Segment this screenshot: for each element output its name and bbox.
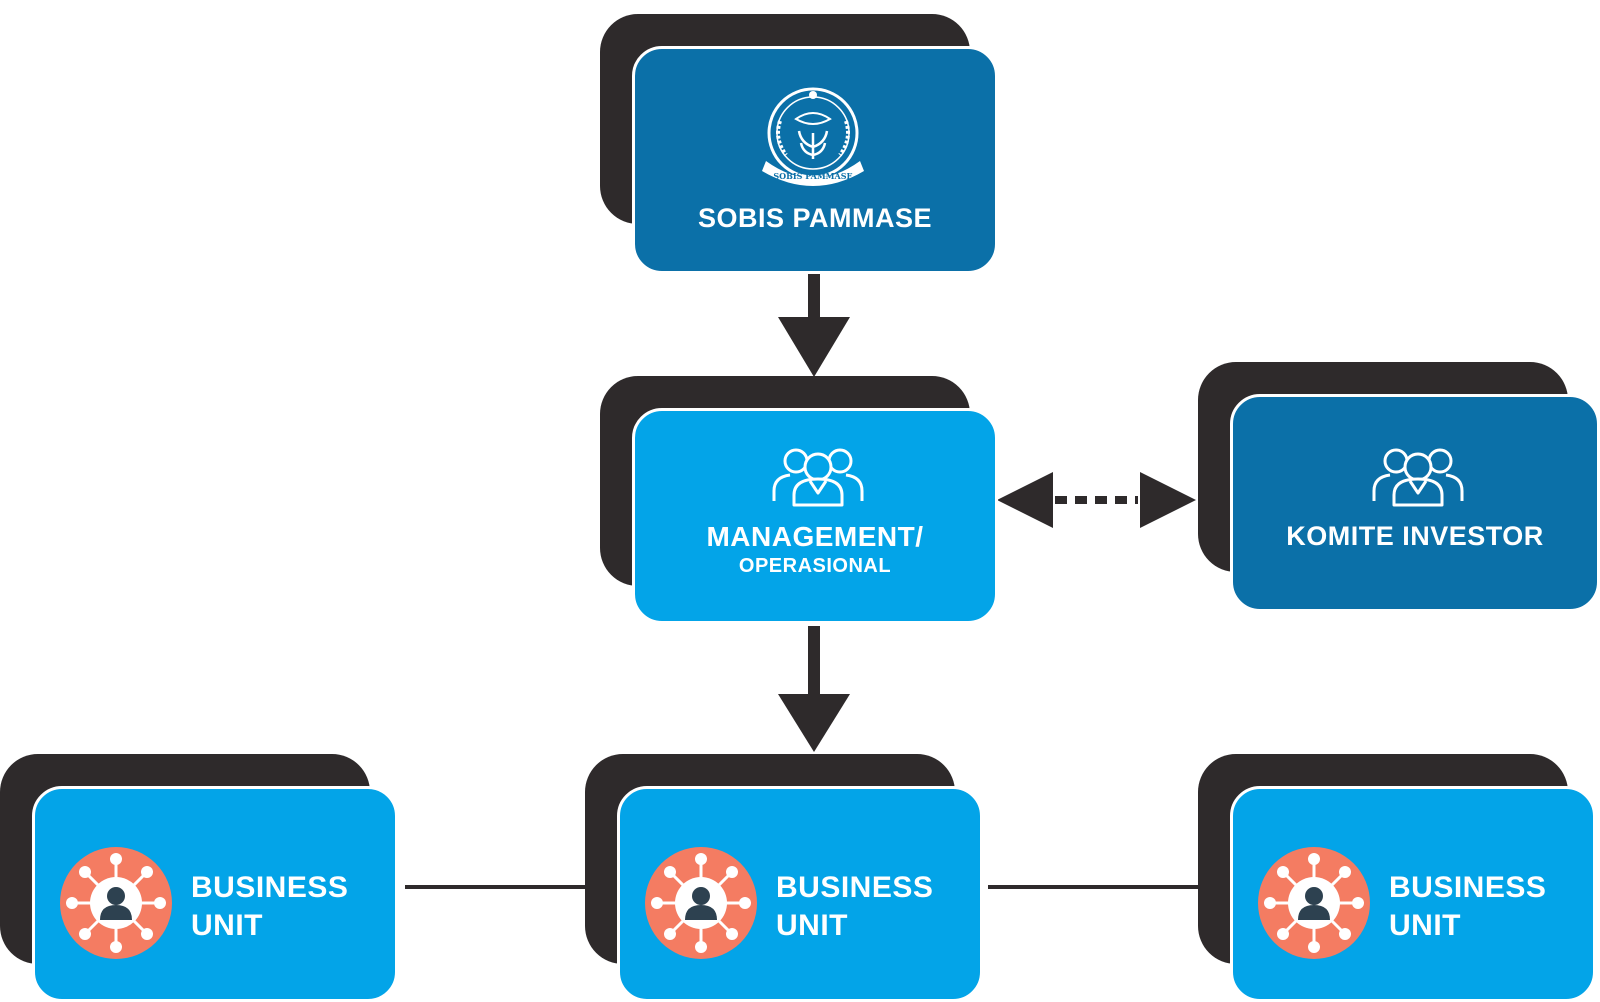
dotted-arrow-management-komite [997,472,1196,528]
node-subtitle: OPERASIONAL [738,555,892,577]
node-label-line2: UNIT [776,909,848,942]
node-card: MANAGEMENT/ OPERASIONAL [632,408,998,624]
node-card: BUSINESS UNIT [1230,786,1596,1002]
node-label: BUSINESS UNIT [1389,869,1546,945]
node-label: BUSINESS UNIT [776,869,933,945]
network-person-icon [60,847,172,959]
people-group-icon [772,448,864,507]
network-person-icon [1258,847,1370,959]
node-label: BUSINESS UNIT [191,869,348,945]
node-label-line2: UNIT [1389,909,1461,942]
node-label-line2: UNIT [191,909,263,942]
node-label-line1: BUSINESS [1389,871,1547,904]
arrow-sobis-to-management [778,264,850,377]
svg-text:SOBIS PAMMASE: SOBIS PAMMASE [773,171,852,181]
node-label-line1: BUSINESS [776,871,934,904]
node-title: MANAGEMENT/ [706,521,924,552]
node-card: SOBIS PAMMASE SOBIS PAMMASE [632,46,998,274]
arrow-management-to-business-unit [778,626,850,752]
node-card: BUSINESS UNIT [617,786,983,1002]
node-card: BUSINESS UNIT [32,786,398,1002]
node-card: KOMITE INVESTOR [1230,394,1600,612]
node-title: KOMITE INVESTOR [1286,521,1544,551]
people-group-icon [1372,448,1464,507]
node-label-line1: BUSINESS [191,871,349,904]
organization-emblem-icon: SOBIS PAMMASE [762,87,864,186]
network-person-icon [645,847,757,959]
node-title: SOBIS PAMMASE [697,203,933,233]
